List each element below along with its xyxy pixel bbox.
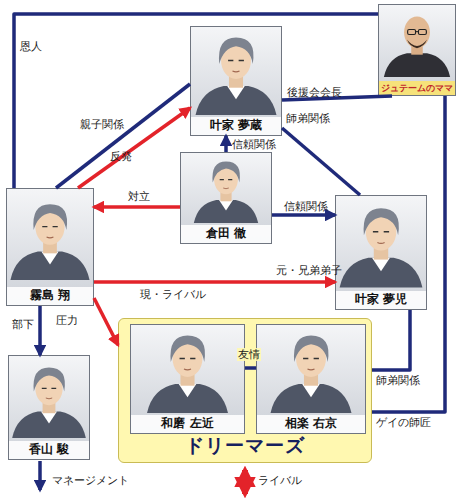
- relation-label: 対立: [128, 190, 150, 203]
- portrait: [147, 336, 228, 413]
- relation-label: 部下: [12, 318, 34, 331]
- relation-connector: [78, 108, 190, 188]
- character-name: 霧島 翔: [7, 287, 93, 305]
- relation-connector: [94, 298, 118, 345]
- relation-label: 親子関係: [80, 118, 124, 131]
- character-name: 相楽 右京: [257, 415, 365, 433]
- relation-connector: [56, 84, 190, 188]
- relation-connector: [94, 280, 335, 284]
- portrait: [12, 368, 86, 438]
- character-name: 倉田 徹: [181, 225, 271, 243]
- character-name: 叶家 夢児: [336, 291, 426, 309]
- portrait: [194, 161, 258, 223]
- relation-connector: [372, 310, 410, 370]
- portrait: [196, 38, 277, 115]
- relation-connector: [224, 136, 228, 152]
- relation-connector: [14, 14, 378, 188]
- connector-group: [14, 14, 445, 412]
- group-box: ドリーマーズ和磨 左近相楽 右京: [118, 318, 372, 463]
- relation-label: マネージメント: [52, 474, 129, 487]
- relation-label: 圧力: [56, 314, 78, 327]
- person-box: 叶家 夢蔵: [190, 26, 282, 136]
- person-box: ジュテームのママ: [378, 4, 456, 96]
- relation-label: 現・ライバル: [140, 288, 206, 301]
- rival-arrow: [242, 470, 248, 494]
- relation-connector: [94, 205, 180, 209]
- person-box: 香山 駿: [8, 355, 90, 460]
- relation-connector: [282, 96, 392, 100]
- relation-label: 反発: [110, 150, 132, 163]
- group-name: ドリーマーズ: [119, 433, 371, 459]
- relation-label: 恩人: [20, 40, 42, 53]
- portrait: [10, 204, 89, 280]
- relation-label: 信頼関係: [232, 138, 276, 151]
- relation-label: ゲイの師匠: [376, 416, 431, 429]
- character-name: 叶家 夢蔵: [191, 117, 281, 135]
- person-box: 霧島 翔: [6, 188, 94, 306]
- management-arrow: [38, 461, 42, 490]
- relation-label: 信頼関係: [284, 200, 328, 213]
- relation-connector: [38, 306, 42, 355]
- relation-label: 元・兄弟弟子: [276, 264, 342, 277]
- relation-label: 後援会会長: [287, 86, 342, 99]
- relation-connector: [272, 213, 335, 217]
- person-box: 和磨 左近: [130, 324, 245, 434]
- person-box: 叶家 夢児: [335, 195, 427, 310]
- relation-connector: [282, 128, 360, 195]
- character-name: 和磨 左近: [131, 415, 244, 433]
- portrait: [271, 336, 352, 413]
- relation-label: ライバル: [258, 474, 302, 487]
- relation-label: 師弟関係: [376, 374, 420, 387]
- portrait: [340, 208, 423, 287]
- relation-label: 師弟関係: [286, 112, 330, 125]
- character-name: 香山 駿: [9, 441, 89, 459]
- person-box: 倉田 徹: [180, 152, 272, 244]
- person-box: 相楽 右京: [256, 324, 366, 434]
- portrait: [384, 17, 450, 77]
- relation-connector: [372, 96, 445, 412]
- character-name: ジュテームのママ: [379, 81, 455, 95]
- relation-connector: [245, 366, 256, 370]
